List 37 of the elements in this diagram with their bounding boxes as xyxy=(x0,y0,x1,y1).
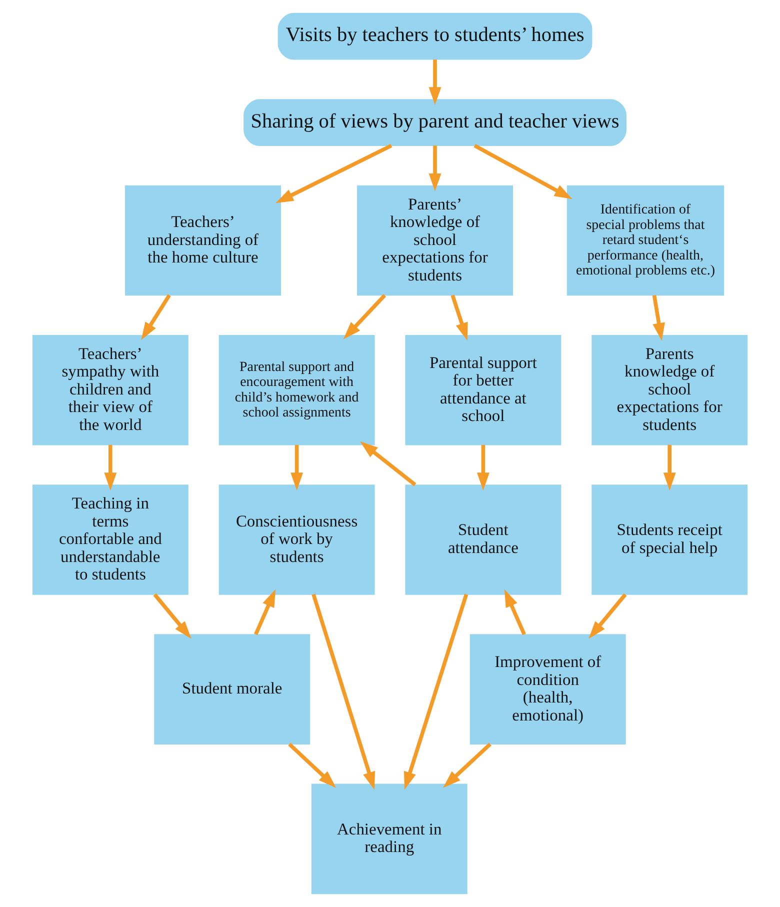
node-box: Teaching in terms confortable and understandable to students xyxy=(32,484,188,595)
node-box: Achievement in reading xyxy=(311,784,468,894)
node-box: Visits by teachers to students’ homes xyxy=(278,12,592,60)
arrow xyxy=(254,589,276,636)
node-box: Student attendance xyxy=(405,484,562,595)
node-box: Parents’ knowledge of school expectations for students xyxy=(357,185,513,296)
arrow xyxy=(141,294,171,340)
arrow xyxy=(312,594,376,790)
node-box: Students receipt of special help xyxy=(592,484,748,595)
arrow xyxy=(290,444,304,490)
arrow xyxy=(360,441,416,486)
arrow xyxy=(450,294,468,341)
arrow xyxy=(276,144,392,204)
arrow xyxy=(443,742,492,788)
arrow xyxy=(104,444,117,490)
arrow xyxy=(428,146,442,192)
node-box: Teachers’ sympathy with children and their view of the world xyxy=(32,334,188,446)
arrow xyxy=(153,593,192,639)
node-box: Conscientiousness of work by students xyxy=(218,484,375,595)
arrow xyxy=(343,294,386,340)
node-box: Student morale xyxy=(154,634,310,744)
node-box: Teachers’ understanding of the home culture xyxy=(125,185,281,296)
node-box: Parents knowledge of school expectations for students xyxy=(592,334,748,446)
arrow xyxy=(474,144,572,200)
node-box: Improvement of condition (health, emotional) xyxy=(470,634,626,744)
node-box: Identification of special problems that retard student‘s performance (health, emotional problems etc.) xyxy=(566,185,724,296)
arrow xyxy=(288,742,336,788)
arrow xyxy=(663,444,676,490)
arrow xyxy=(476,444,490,490)
arrow xyxy=(588,593,627,639)
node-box: Parental support and encouragement with child’s homework and school assignments xyxy=(218,334,375,446)
arrow xyxy=(404,594,468,790)
node-box: Sharing of views by parent and teacher views xyxy=(244,99,626,146)
arrow xyxy=(652,294,665,341)
arrow xyxy=(504,589,526,636)
arrow xyxy=(428,60,442,105)
node-box: Parental support for better attendance at school xyxy=(405,334,562,446)
